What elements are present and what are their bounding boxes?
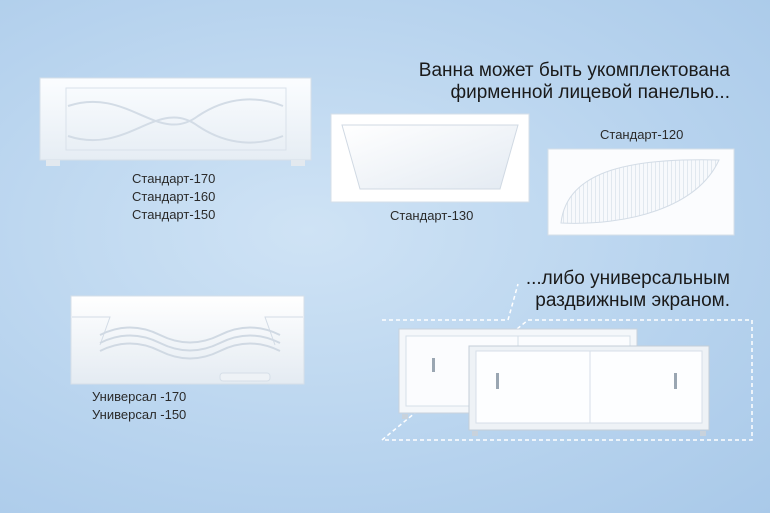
callout-frame (379, 283, 753, 441)
heading-line-1: ...либо универсальным (525, 268, 730, 289)
caption-standard-120: Стандарт-120 (600, 127, 684, 142)
caption-line: Стандарт-170 (132, 171, 216, 186)
caption-line: Стандарт-150 (132, 207, 216, 222)
panel-standard-130 (330, 113, 530, 203)
caption-standard-170: Стандарт-170 Стандарт-160 Стандарт-150 (132, 170, 215, 224)
caption-line: Универсал -170 (92, 389, 187, 404)
heading-line-1: Ванна может быть укомплектована (418, 60, 730, 81)
sliding-screen-front (468, 345, 710, 437)
heading-line-2: раздвижным экраном. (535, 290, 730, 311)
panel-standard-170 (38, 76, 313, 171)
caption-line: Универсал -150 (92, 407, 187, 422)
heading-panel: Ванна может быть укомплектована фирменно… (419, 60, 730, 104)
panel-standard-120 (547, 148, 735, 236)
heading-line-2: фирменной лицевой панелью... (450, 82, 730, 103)
panel-universal (70, 295, 305, 387)
caption-universal: Универсал -170 Универсал -150 (92, 388, 186, 424)
caption-line: Стандарт-160 (132, 189, 216, 204)
caption-standard-130: Стандарт-130 (390, 208, 474, 223)
heading-screen: ...либо универсальным раздвижным экраном… (526, 268, 730, 312)
